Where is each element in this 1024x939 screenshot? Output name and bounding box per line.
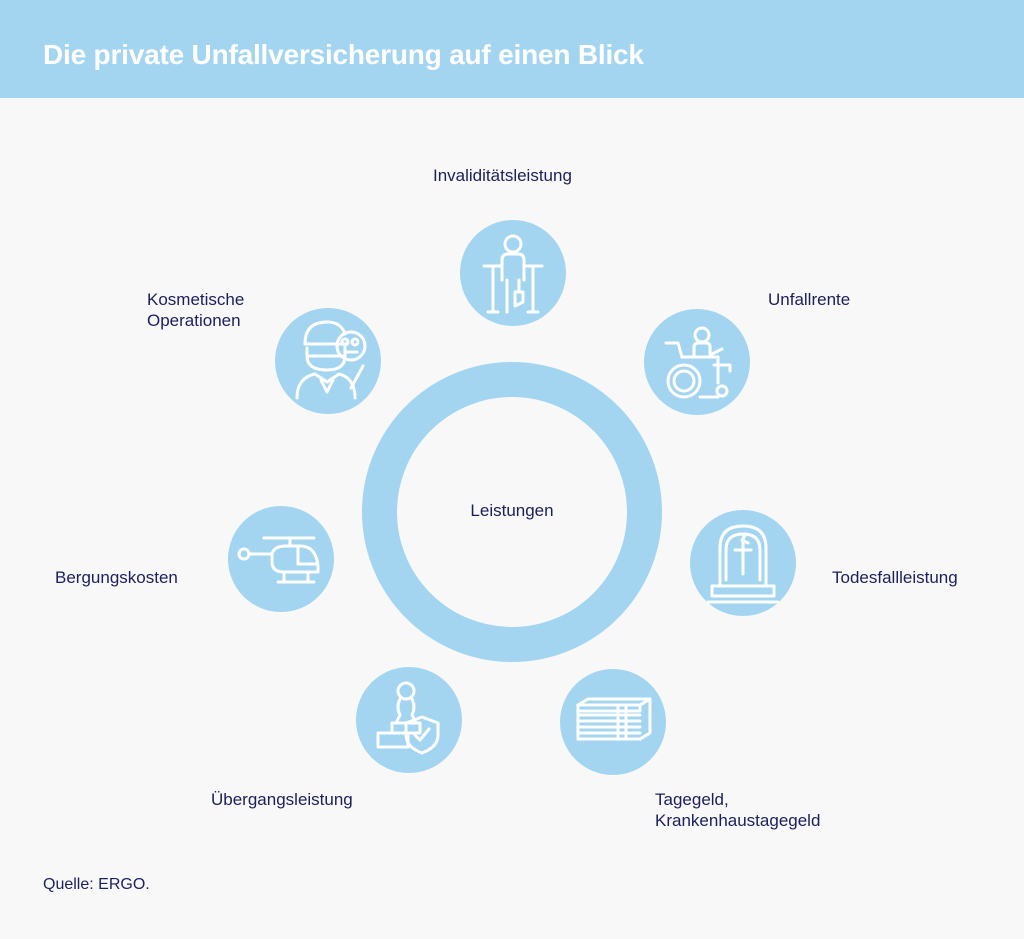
wheelchair-icon <box>664 326 732 399</box>
label-line: Krankenhaustagegeld <box>655 811 821 830</box>
helicopter-icon <box>237 536 320 584</box>
uebergang-bubble <box>356 667 462 773</box>
label-kosmetik: Kosmetische Operationen <box>147 289 244 331</box>
crutches-icon <box>482 234 544 314</box>
page-title: Die private Unfallversicherung auf einen… <box>43 39 644 70</box>
stamp-shield-icon <box>376 681 440 755</box>
source-note: Quelle: ERGO. <box>43 876 150 893</box>
label-line: Todesfallleistung <box>832 568 958 587</box>
gravestone-icon <box>706 524 780 604</box>
label-line: Operationen <box>147 311 241 330</box>
todesfall-bubble <box>690 510 796 616</box>
label-unfallrente: Unfallrente <box>768 289 850 310</box>
label-line: Unfallrente <box>768 290 851 309</box>
surgeon-icon <box>295 320 367 400</box>
center-label: Leistungen <box>470 501 554 520</box>
unfallrente-bubble <box>644 309 750 415</box>
header-bar: Die private Unfallversicherung auf einen… <box>0 0 1024 98</box>
tagegeld-bubble <box>560 669 666 775</box>
label-line: Übergangsleistung <box>211 790 353 809</box>
label-bergung: Bergungskosten <box>55 567 178 588</box>
label-line: Invaliditätsleistung <box>433 166 572 185</box>
label-uebergang: Übergangsleistung <box>211 789 353 810</box>
label-invaliditaet: Invaliditätsleistung <box>433 165 572 186</box>
bergung-bubble <box>228 506 334 612</box>
label-line: Bergungskosten <box>55 568 178 587</box>
label-line: Kosmetische <box>147 290 245 309</box>
money-stack-icon <box>576 697 652 741</box>
label-todesfall: Todesfallleistung <box>832 567 958 588</box>
kosmetik-bubble <box>275 308 381 414</box>
invaliditaet-bubble <box>460 220 566 326</box>
label-line: Tagegeld, <box>655 790 729 809</box>
label-tagegeld: Tagegeld, Krankenhaustagegeld <box>655 789 820 831</box>
